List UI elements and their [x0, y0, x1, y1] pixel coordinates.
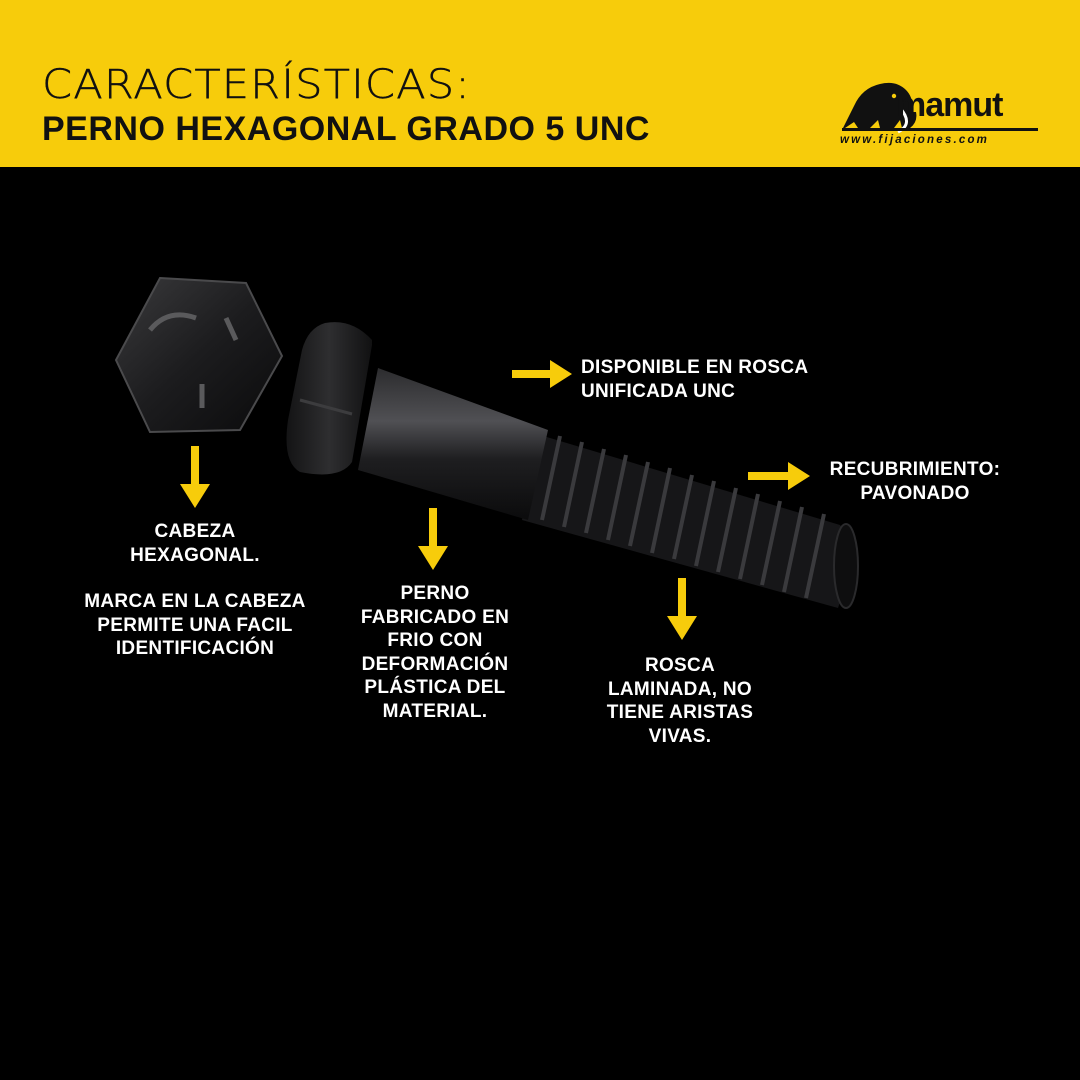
- label-perno: PERNO FABRICADO EN FRIO CON DEFORMACIÓN …: [330, 582, 540, 723]
- mammoth-logo-icon: [842, 82, 1038, 134]
- label-line: DISPONIBLE EN ROSCA: [581, 357, 809, 378]
- label-line: ROSCA: [644, 655, 716, 676]
- arrow-down-cabeza: [180, 446, 210, 508]
- page-title-line2: PERNO HEXAGONAL GRADO 5 UNC: [42, 110, 650, 148]
- label-line: VIVAS.: [648, 725, 712, 747]
- label-line: PERNO: [400, 583, 470, 604]
- page-title-line1: CARACTERÍSTICAS:: [42, 62, 471, 108]
- label-line: RECUBRIMIENTO:: [829, 459, 1001, 480]
- label-line: FRIO CON: [387, 630, 483, 651]
- header-banner: [0, 0, 1080, 167]
- label-line: PAVONADO: [860, 482, 970, 504]
- label-line: LAMINADA, NO: [608, 678, 752, 700]
- arrow-down-perno: [418, 508, 448, 570]
- label-rosca-laminada: ROSCA LAMINADA, NO TIENE ARISTAS VIVAS.: [580, 654, 780, 748]
- label-line: DEFORMACIÓN: [361, 653, 509, 675]
- bolt-side-view: [286, 322, 859, 609]
- bolt-photo: [114, 276, 859, 609]
- label-line: FABRICADO EN: [360, 606, 510, 628]
- label-line: UNIFICADA UNC: [581, 380, 736, 402]
- label-rosca-unc: DISPONIBLE EN ROSCA UNIFICADA UNC: [581, 356, 808, 403]
- label-line: HEXAGONAL.: [130, 544, 260, 566]
- label-line: IDENTIFICACIÓN: [115, 638, 275, 659]
- arrow-right-recubrimiento: [748, 462, 810, 490]
- label-cabeza-title: CABEZA HEXAGONAL.: [95, 520, 295, 567]
- arrow-right-unc: [512, 360, 572, 388]
- label-line: PERMITE UNA FACIL: [97, 614, 293, 636]
- label-recubrimiento: RECUBRIMIENTO: PAVONADO: [815, 458, 1015, 505]
- label-line: MATERIAL.: [382, 700, 488, 722]
- logo-url: www.fijaciones.com: [840, 134, 990, 146]
- label-line: MARCA EN LA CABEZA: [84, 591, 306, 612]
- hex-head-view: [114, 276, 284, 434]
- arrow-down-rosca: [667, 578, 697, 640]
- label-cabeza-desc: MARCA EN LA CABEZA PERMITE UNA FACIL IDE…: [60, 590, 330, 661]
- label-line: PLÁSTICA DEL: [364, 677, 506, 698]
- label-line: CABEZA: [154, 521, 236, 542]
- label-line: TIENE ARISTAS: [606, 702, 754, 723]
- logo-wordmark: mamut: [896, 86, 1003, 124]
